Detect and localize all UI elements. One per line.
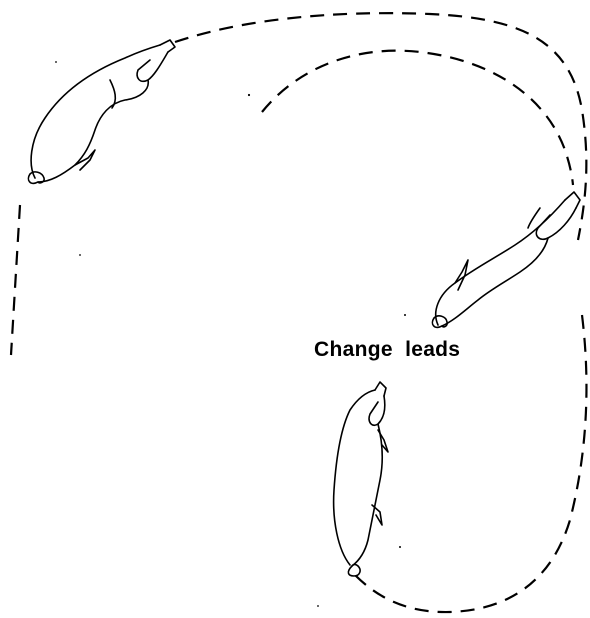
- speck: [248, 94, 250, 96]
- change-leads-label: Change leads: [314, 338, 554, 362]
- horse-figure-right: [432, 192, 580, 327]
- outer-track-left: [11, 205, 20, 355]
- speck: [55, 61, 57, 63]
- outer-track-top: [175, 13, 586, 240]
- speck: [79, 254, 81, 256]
- speck: [404, 314, 406, 316]
- inner-track-arc: [262, 51, 573, 185]
- horse-figure-top-left: [28, 40, 175, 183]
- horse-figure-bottom: [334, 382, 388, 576]
- speck: [317, 605, 319, 607]
- speck: [399, 546, 401, 548]
